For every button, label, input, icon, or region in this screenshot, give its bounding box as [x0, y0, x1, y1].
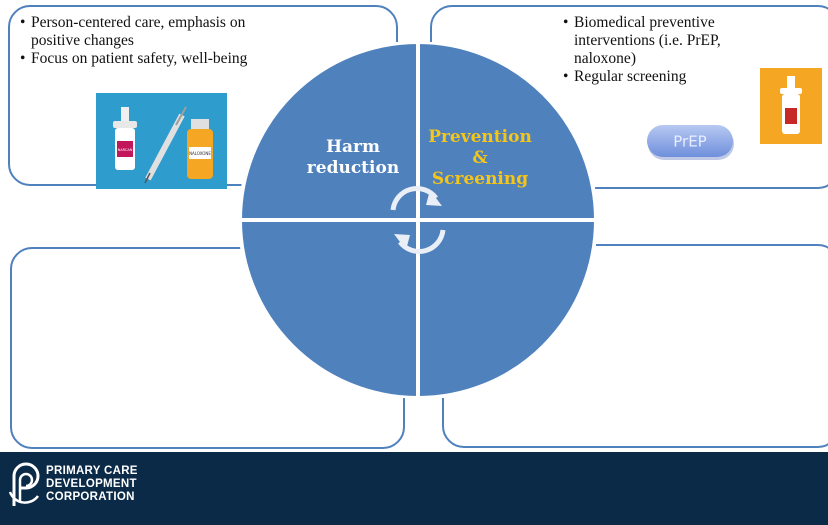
prep-pill-icon: PrEP: [647, 125, 734, 160]
harm-reduction-quadrant: [240, 42, 420, 222]
label-line: &: [472, 148, 488, 168]
footer-bar: [0, 452, 828, 525]
arrow-head-icon: [426, 190, 442, 206]
bottom-left-quadrant: [240, 218, 420, 398]
bullet-item: Biomedical preventive interventions (i.e…: [563, 14, 763, 68]
label-line: Harm: [325, 137, 381, 157]
quadrant-circle: [240, 42, 596, 398]
bullet-item: Focus on patient safety, well-being: [20, 50, 285, 68]
org-name-line: CORPORATION: [46, 491, 135, 503]
svg-text:NARCAN: NARCAN: [118, 148, 133, 152]
label-line: reduction: [306, 158, 400, 178]
label-line: Screening: [431, 169, 529, 189]
bullet-item: Regular screening: [563, 68, 763, 86]
harm-reduction-bullets: Person-centered care, emphasis on positi…: [20, 14, 285, 68]
medical-supplies-illustration: NARCAN NALOXONE: [96, 93, 227, 189]
prevention-quadrant: [416, 42, 596, 222]
vial-icon: NALOXONE: [187, 119, 213, 179]
harm-reduction-label: Harm reduction: [298, 137, 408, 179]
syringe-icon: [144, 106, 187, 184]
svg-text:NALOXONE: NALOXONE: [189, 151, 211, 156]
arrow-head-icon: [394, 234, 410, 250]
prevention-screening-label: Prevention & Screening: [420, 127, 540, 190]
org-name-line: PRIMARY CARE: [46, 465, 138, 477]
bullet-item: Person-centered care, emphasis on positi…: [20, 14, 285, 50]
bottom-right-quadrant: [416, 218, 596, 398]
organization-name: PRIMARY CARE DEVELOPMENT CORPORATION: [46, 465, 138, 504]
prevention-bullets: Biomedical preventive interventions (i.e…: [563, 14, 763, 86]
pcdc-logo-icon: [8, 462, 40, 506]
org-name-line: DEVELOPMENT: [46, 478, 137, 490]
label-line: Prevention: [428, 127, 532, 147]
naloxone-spray-icon: [760, 68, 822, 144]
nasal-spray-icon: NARCAN: [113, 107, 137, 170]
pill-label: PrEP: [673, 133, 706, 151]
